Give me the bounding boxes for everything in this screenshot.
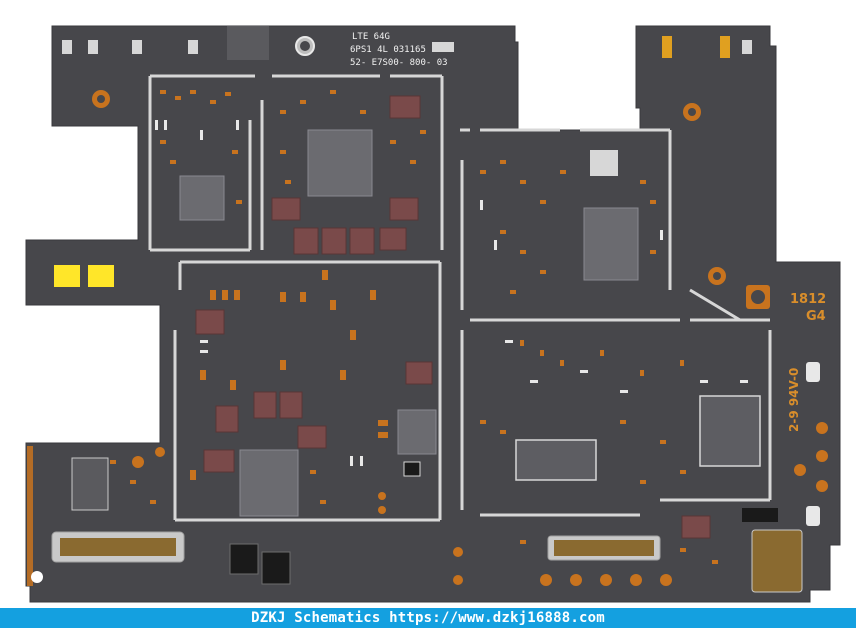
pcb-outline [25,25,841,603]
mounting-hole [300,41,310,51]
flammability-label: 2-9 94V-0 [787,368,801,432]
mounting-hole [31,571,43,583]
inductors [195,95,711,539]
grade-label: G4 [806,309,826,324]
date-code-label: 1812 [790,292,826,307]
model-label: LTE 64G [352,32,390,42]
footer-watermark: DZKJ Schematics https://www.dzkj16888.co… [251,610,605,626]
shield-frames [148,74,772,522]
edge-strip [27,446,33,586]
power-ics [229,461,421,585]
coax-pads [92,90,770,309]
white-passives [155,120,820,526]
test-points [132,422,828,586]
fpc-connectors [51,457,803,593]
revision-label: 52- E7S00- 800- 03 [350,58,448,68]
highlight-pads [54,265,114,287]
footer-bar: DZKJ Schematics https://www.dzkj16888.co… [0,608,856,628]
pcb-board-view: LTE 64G 6PS1 4L 031165 52- E7S00- 800- 0… [25,25,841,603]
smd-components [110,90,718,564]
part-number-label: 6PS1 4L 031165 [350,45,426,55]
bga-chips [179,129,761,517]
top-components [62,26,752,60]
